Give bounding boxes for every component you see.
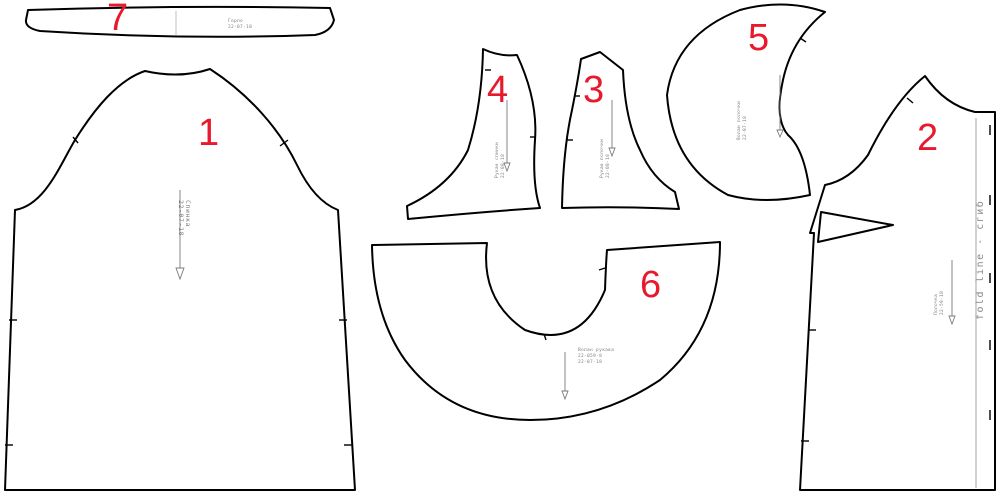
front-ruffle-notch: [799, 37, 807, 43]
back-grain-arrow: [175, 267, 185, 281]
sleeve-back-number: 4: [487, 69, 508, 111]
piece-neckband: 7 Горло 22-07-18: [24, 0, 335, 39]
piece-sleeve-back: 4 Рукав спинки 22-08-18: [406, 48, 541, 220]
sleeve-front-outline: [561, 51, 680, 210]
sleeve-front-grain-arrow: [608, 147, 616, 158]
sleeve-back-grain-arrow: [503, 162, 511, 173]
sleeve-front-number: 3: [583, 69, 604, 111]
front-ruffle-outline: [666, 3, 826, 201]
sleeve-ruffle-notch-inner: [543, 333, 547, 341]
front-notch-armhole: [906, 97, 914, 104]
front-label-line-1: Полочка: [933, 294, 939, 315]
piece-front-ruffle: 5 Волан полочки 22-07-18: [666, 3, 826, 201]
front-number: 2: [917, 117, 938, 159]
sleeve-ruffle-label-line-1: Волан рукава: [578, 347, 614, 353]
back-notch-right-armhole: [279, 139, 289, 147]
front-outline: [799, 75, 996, 491]
front-ruffle-grain-arrow: [776, 129, 784, 139]
piece-back: 1 Спинка 22-07-18: [4, 68, 356, 491]
neckband-label-line-2: 22-07-18: [228, 24, 252, 30]
back-label-line-1: Спинка: [184, 200, 192, 227]
back-number: 1: [198, 112, 219, 154]
sleeve-ruffle-number: 6: [640, 264, 661, 306]
neckband-label-line-1: Горло: [228, 18, 243, 24]
sleeve-back-label-line-1: Рукав спинки: [494, 142, 500, 178]
front-ruffle-label-line-2: 22-07-18: [742, 116, 748, 140]
piece-sleeve-front: 3 Рукав полочки 22-08-18: [561, 51, 680, 210]
back-notch-left-armhole: [72, 136, 79, 144]
sleeve-ruffle-label-line-2: 22-059-8: [578, 353, 602, 359]
sleeve-back-label-line-2: 22-08-18: [500, 154, 506, 178]
piece-sleeve-ruffle: 6 Волан рукава 22-059-8 22-07-18: [371, 241, 721, 421]
front-fold-label: fold line - сгиб: [974, 200, 986, 320]
sleeve-ruffle-label-line-3: 22-07-18: [578, 359, 602, 365]
sleeve-back-outline: [406, 48, 541, 220]
sleeve-ruffle-outline: [371, 241, 721, 421]
front-ruffle-label-line-1: Волан полочки: [736, 101, 742, 140]
front-grain-arrow: [948, 315, 956, 326]
back-label-line-2: 22-07-18: [177, 200, 185, 236]
sleeve-front-label-line-2: 22-08-18: [605, 154, 611, 178]
front-ruffle-number: 5: [748, 17, 769, 59]
neckband-outline: [24, 5, 335, 38]
sleeve-ruffle-notch-right: [598, 267, 606, 271]
front-label-line-2: 22-59-18: [939, 291, 945, 315]
neckband-number: 7: [107, 0, 128, 39]
piece-front: fold line - сгиб 2 Полочка 22-59-18: [799, 75, 996, 491]
sleeve-ruffle-grain-arrow: [561, 390, 569, 401]
sleeve-front-label-line-1: Рукав полочки: [599, 139, 605, 178]
front-dart: [817, 211, 894, 243]
